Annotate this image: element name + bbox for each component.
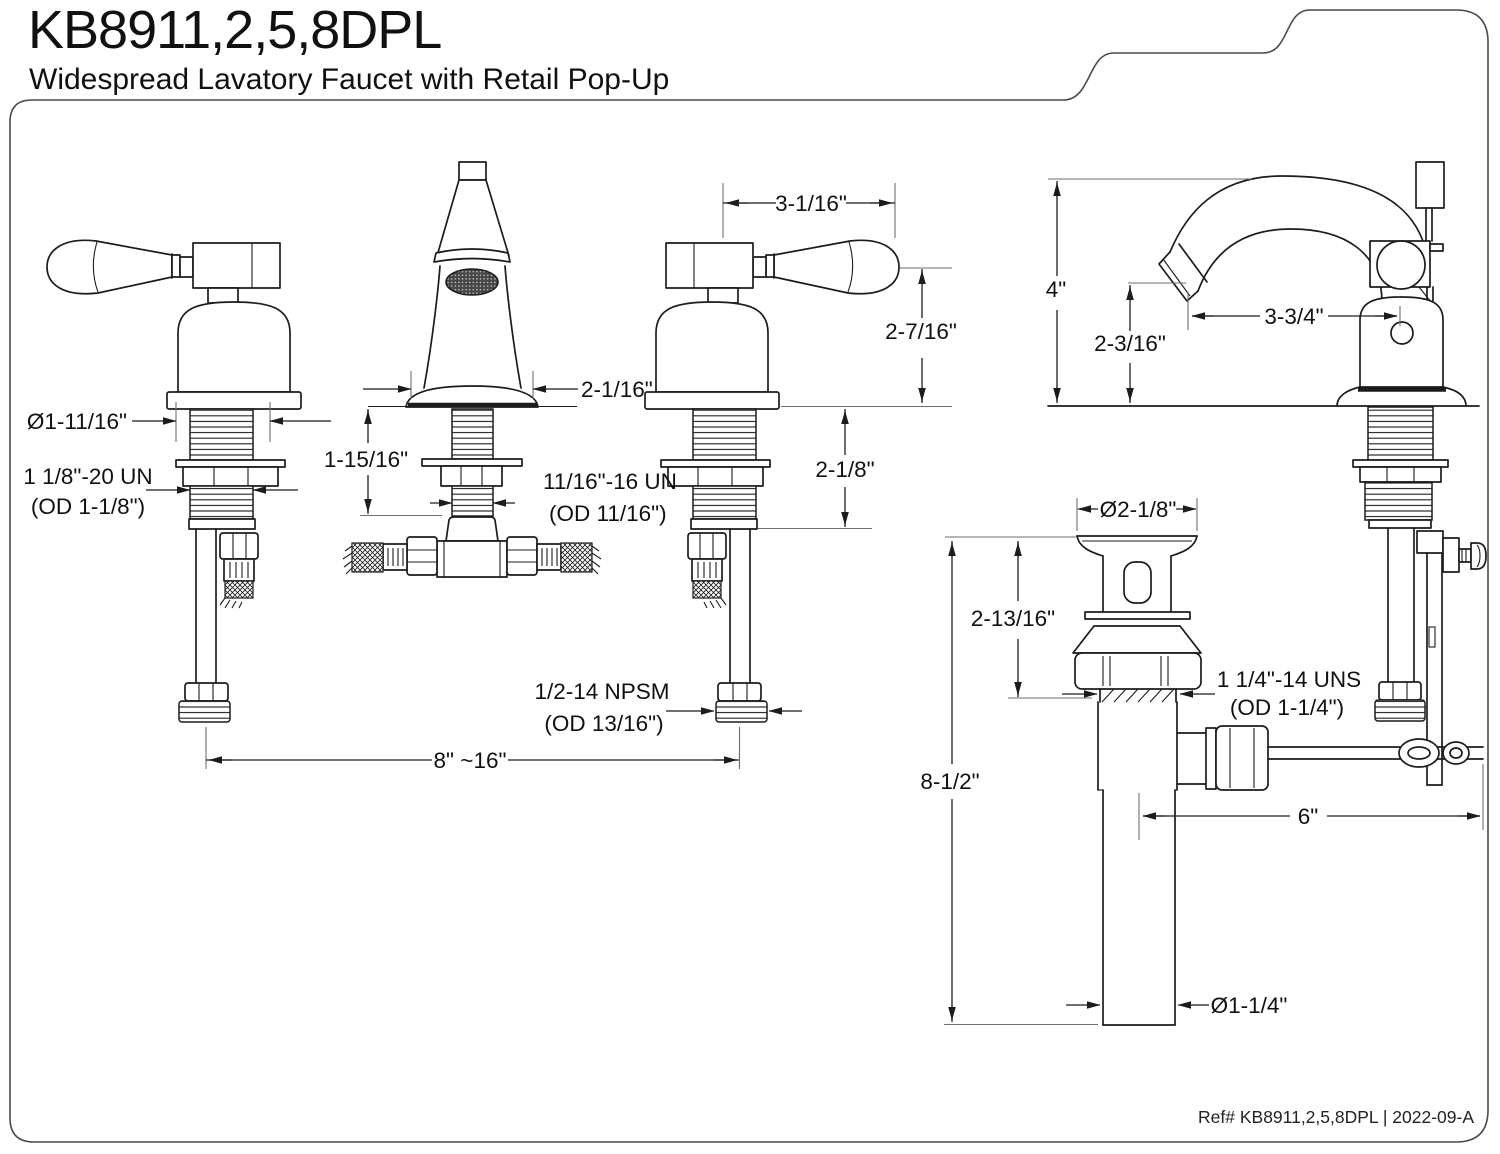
dim-label-thread-1-1-8-od: (OD 1-1/8") <box>31 494 145 519</box>
dim-label-3-3-4: 3-3/4" <box>1264 304 1323 329</box>
popup-drain-drawing <box>1072 535 1484 1026</box>
dim-label-2-1-16: 2-1/16" <box>581 377 653 402</box>
dim-label-2-13-16: 2-13/16" <box>971 606 1055 631</box>
dim-label-spread: 8" ~16" <box>434 748 507 773</box>
dim-label-uns-od: (OD 1-1/4") <box>1230 695 1344 720</box>
page-title: KB8911,2,5,8DPL <box>28 0 441 60</box>
ref-footer: Ref# KB8911,2,5,8DPL | 2022-09-A <box>1198 1107 1474 1127</box>
right-handle-dimensions: 3-1/16" 2-7/16" 2-1/8" <box>722 183 957 530</box>
dim-label-2-3-16: 2-3/16" <box>1094 331 1166 356</box>
dim-label-uns: 1 1/4"-14 UNS <box>1217 667 1361 692</box>
sheet-border <box>9 9 1489 1143</box>
handle-assembly-drawing <box>46 239 302 723</box>
dim-label-6: 6" <box>1298 804 1319 829</box>
popup-drain-dimensions: Ø2-1/8" 2-13/16" 8-1/2" 1 1/4"-14 UNS (O… <box>920 497 1484 1026</box>
dim-label-3-1-16: 3-1/16" <box>775 191 847 216</box>
dim-label-dia-2-1-8: Ø2-1/8" <box>1100 497 1177 522</box>
dim-label-dia-1-1-4: Ø1-1/4" <box>1211 993 1288 1018</box>
left-handle-dimensions: Ø1-11/16" 1 1/8"-20 UN (OD 1-1/8") <box>23 402 331 519</box>
title-block: KB8911,2,5,8DPL Widespread Lavatory Fauc… <box>28 0 1474 1127</box>
center-spout-drawing <box>342 161 602 578</box>
center-spout-dimensions: 2-1/16" 1-15/16" 11/16"-16 UN (OD 11/16"… <box>324 371 677 526</box>
dim-label-npsm-od: (OD 13/16") <box>544 711 663 736</box>
dim-label-thread-1-1-8: 1 1/8"-20 UN <box>23 464 152 489</box>
dim-label-2-7-16: 2-7/16" <box>885 319 957 344</box>
dim-label-2-1-8: 2-1/8" <box>815 457 874 482</box>
faucet-profile-drawing <box>1047 161 1487 786</box>
dim-label-dia-1-11-16: Ø1-11/16" <box>27 409 127 434</box>
dim-label-thread-11-16: 11/16"-16 UN <box>543 469 677 494</box>
spread-dimensions: 1/2-14 NPSM (OD 13/16") 8" ~16" <box>205 679 802 773</box>
dim-label-8-1-2: 8-1/2" <box>920 769 979 794</box>
dim-label-thread-11-16-od: (OD 11/16") <box>549 501 667 526</box>
faucet-profile-dimensions: 4" 2-3/16" 3-3/4" <box>1046 178 1401 403</box>
dim-label-npsm: 1/2-14 NPSM <box>534 679 669 704</box>
dim-label-1-15-16: 1-15/16" <box>324 447 408 472</box>
page-subtitle: Widespread Lavatory Faucet with Retail P… <box>29 63 669 96</box>
dim-label-4: 4" <box>1046 277 1067 302</box>
